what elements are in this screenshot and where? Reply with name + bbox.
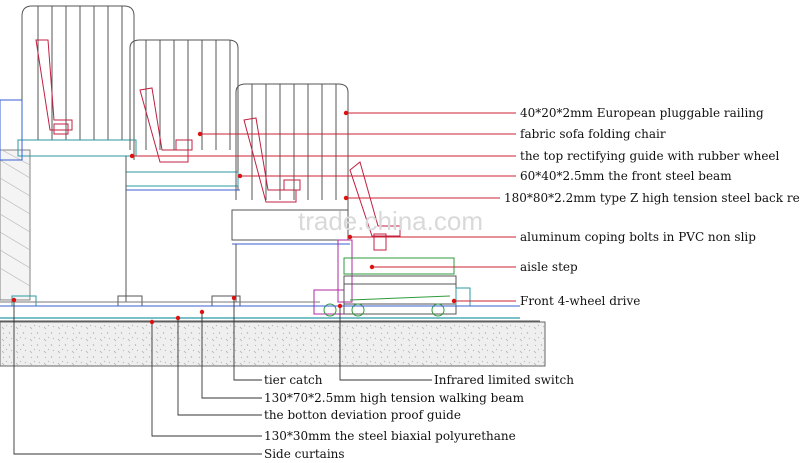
- front-drive-unit: [313, 283, 471, 317]
- tier-3: [231, 83, 350, 302]
- label-railing: 40*20*2mm European pluggable railing: [520, 106, 764, 120]
- leader-lines-bottom: [13, 298, 432, 455]
- concrete-floor: [0, 317, 546, 367]
- watermark: trade.china.com: [298, 206, 483, 236]
- floor-wheels: [0, 295, 520, 307]
- label-aisle-step: aisle step: [520, 260, 578, 274]
- label-rectifying-guide: the top rectifying guide with rubber whe…: [520, 149, 780, 163]
- label-side-curtains: Side curtains: [264, 447, 345, 461]
- leader-lines-right: [132, 112, 516, 302]
- label-back-rest: 180*80*2.2mm type Z high tension steel b…: [504, 191, 800, 205]
- label-front-beam: 60*40*2.5mm the front steel beam: [520, 169, 732, 183]
- label-chair: fabric sofa folding chair: [520, 127, 666, 141]
- tier-2: [125, 39, 240, 302]
- label-limit-switch: Infrared limited switch: [434, 373, 574, 387]
- label-deviation-guide: the botton deviation proof guide: [264, 408, 461, 422]
- leader-dots-bottom: [11, 295, 343, 325]
- leader-dots-right: [129, 110, 457, 304]
- label-drive: Front 4-wheel drive: [520, 294, 640, 308]
- label-coping: aluminum coping bolts in PVC non slip: [520, 230, 756, 244]
- label-polyurethane: 130*30mm the steel biaxial polyurethane: [264, 429, 516, 443]
- side-curtain: [0, 149, 31, 301]
- callout-labels: 40*20*2mm European pluggable railing fab…: [264, 106, 800, 461]
- label-walking-beam: 130*70*2.5mm high tension walking beam: [264, 391, 525, 405]
- tier-1: [0, 5, 137, 161]
- label-tier-catch: tier catch: [264, 373, 323, 387]
